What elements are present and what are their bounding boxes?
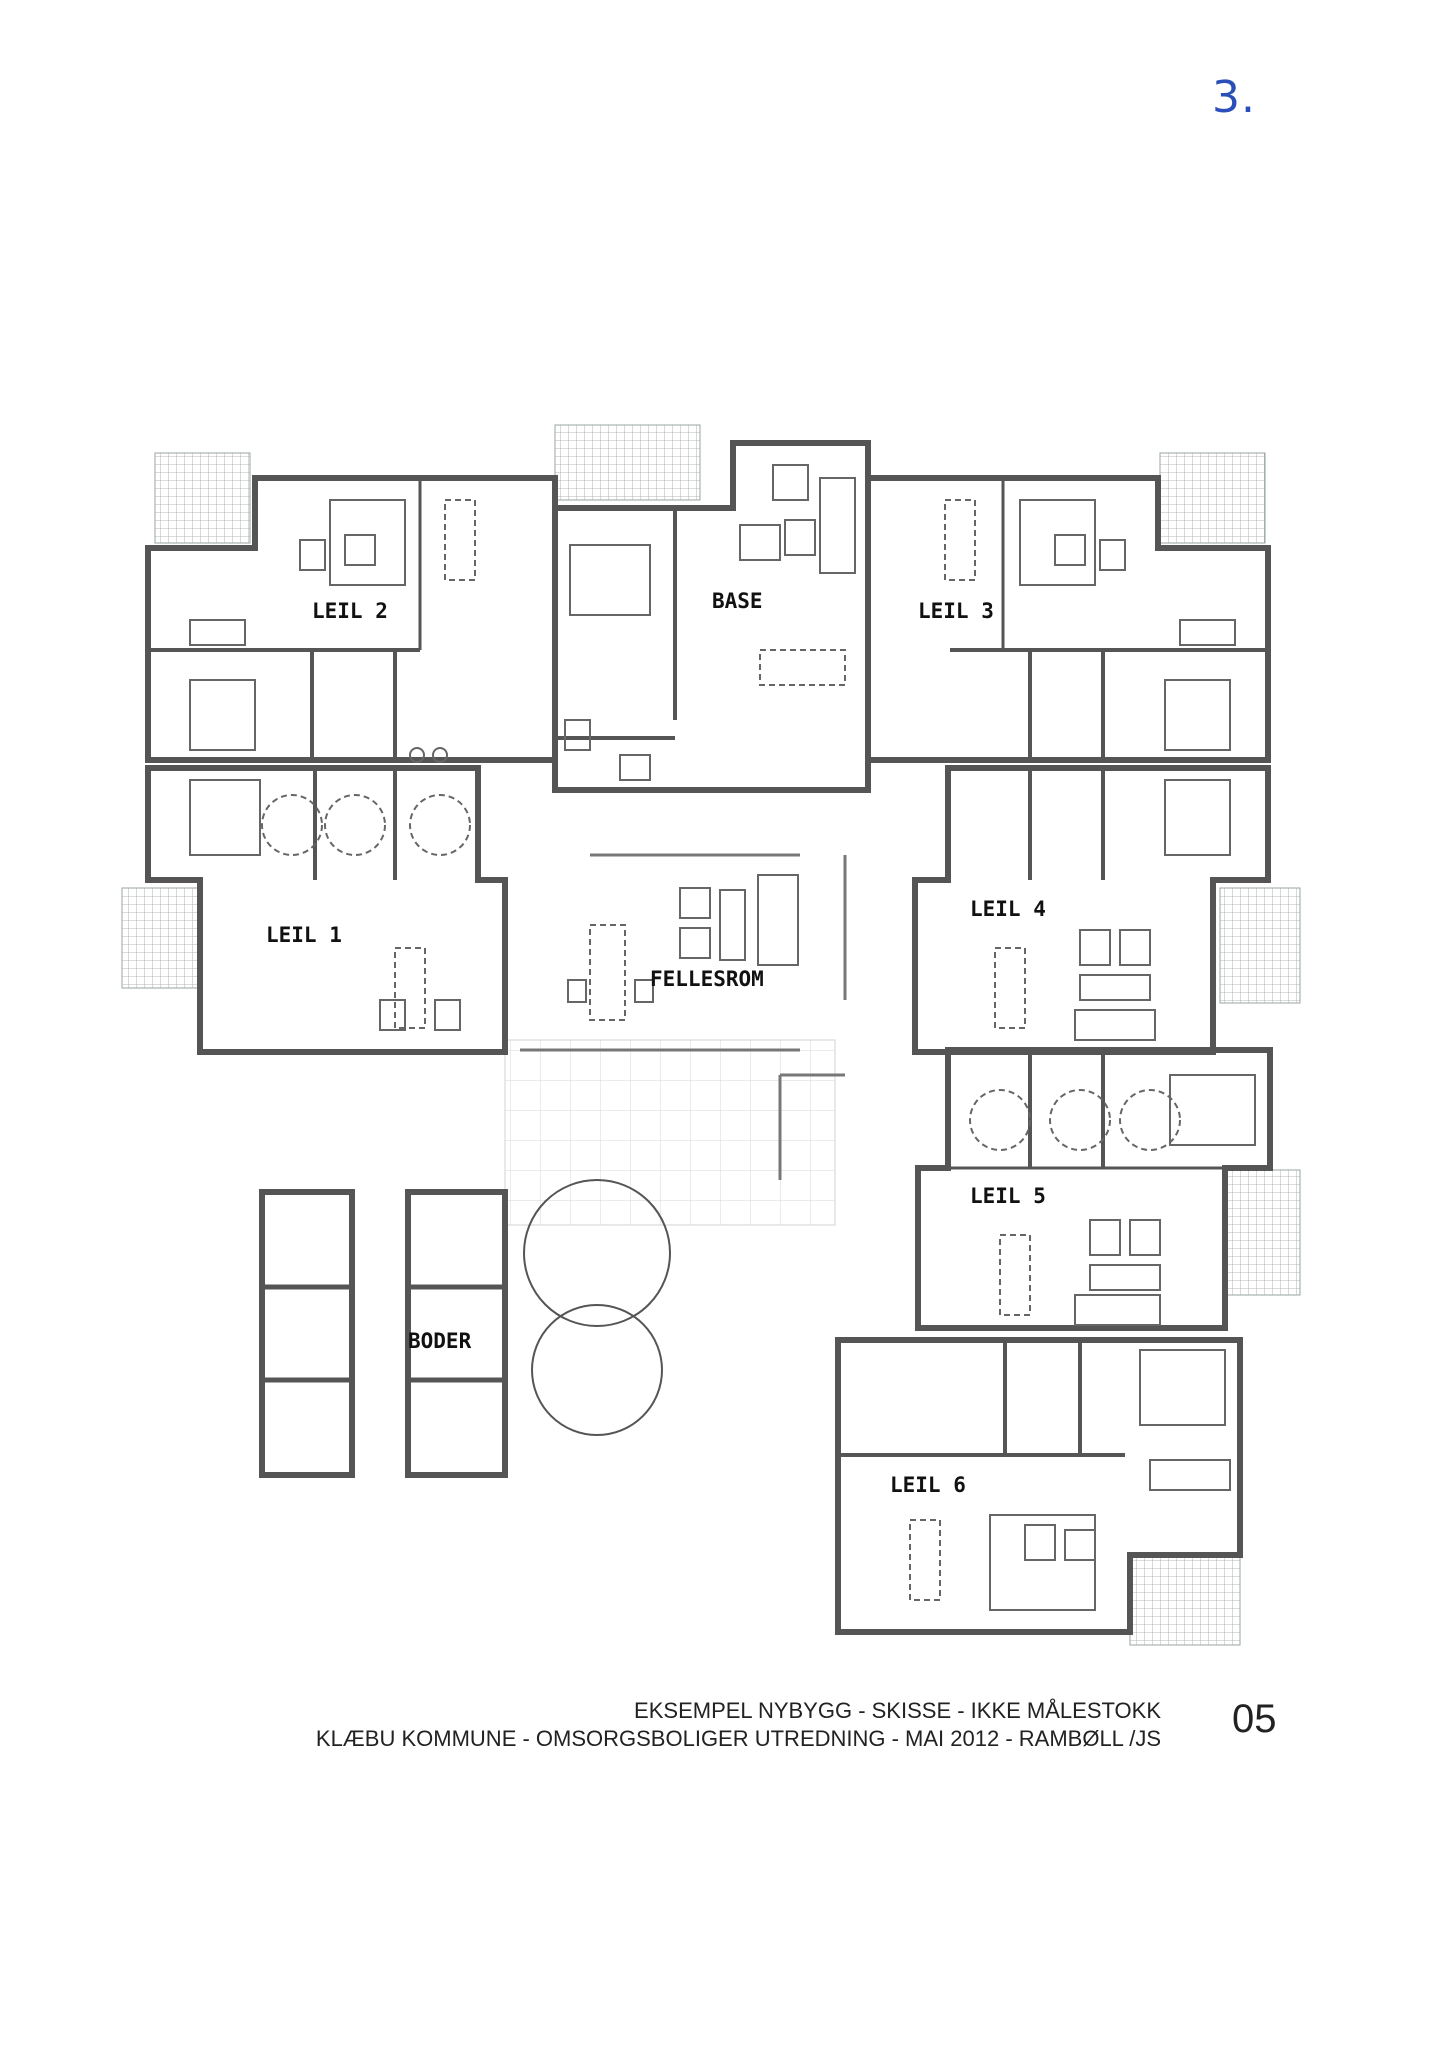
terrace-base	[554, 424, 701, 501]
courtyard-circles	[523, 1179, 671, 1436]
label-leil5: LEIL 5	[970, 1184, 1046, 1208]
handwritten-page-mark: 3.	[1212, 72, 1256, 123]
terrace-leil5	[1224, 1169, 1301, 1296]
label-base: BASE	[712, 589, 763, 613]
label-leil2: LEIL 2	[312, 599, 388, 623]
wall-boder-left	[259, 1189, 355, 1478]
wall-leil2	[145, 475, 558, 763]
wall-base	[552, 440, 871, 793]
label-fellesrom: FELLESROM	[650, 967, 764, 991]
planter-large	[523, 1179, 671, 1327]
walls	[145, 440, 1273, 1635]
terrace-leil6	[1129, 1554, 1241, 1646]
wall-leil1	[145, 765, 508, 1055]
label-leil4: LEIL 4	[970, 897, 1046, 921]
terrace-leil1	[121, 887, 203, 989]
label-leil1: LEIL 1	[266, 923, 342, 947]
terraces	[121, 424, 1301, 1646]
label-leil6: LEIL 6	[890, 1473, 966, 1497]
page-number: 05	[1232, 1697, 1277, 1741]
terrace-leil3	[1159, 452, 1266, 544]
wall-leil3	[865, 475, 1271, 763]
terrace-leil4	[1219, 887, 1301, 1004]
courtyard-paving	[504, 1039, 836, 1226]
furniture	[189, 464, 1256, 1611]
planter-small	[531, 1304, 663, 1436]
fellesrom-walls	[520, 853, 847, 1180]
wall-leil6	[835, 1337, 1243, 1635]
label-leil3: LEIL 3	[918, 599, 994, 623]
caption-title: EKSEMPEL NYBYGG - SKISSE - IKKE MÅLESTOK…	[634, 1698, 1161, 1723]
terrace-leil2	[154, 452, 251, 544]
label-boder: BODER	[408, 1329, 472, 1353]
caption-subtitle: KLÆBU KOMMUNE - OMSORGSBOLIGER UTREDNING…	[315, 1726, 1161, 1751]
